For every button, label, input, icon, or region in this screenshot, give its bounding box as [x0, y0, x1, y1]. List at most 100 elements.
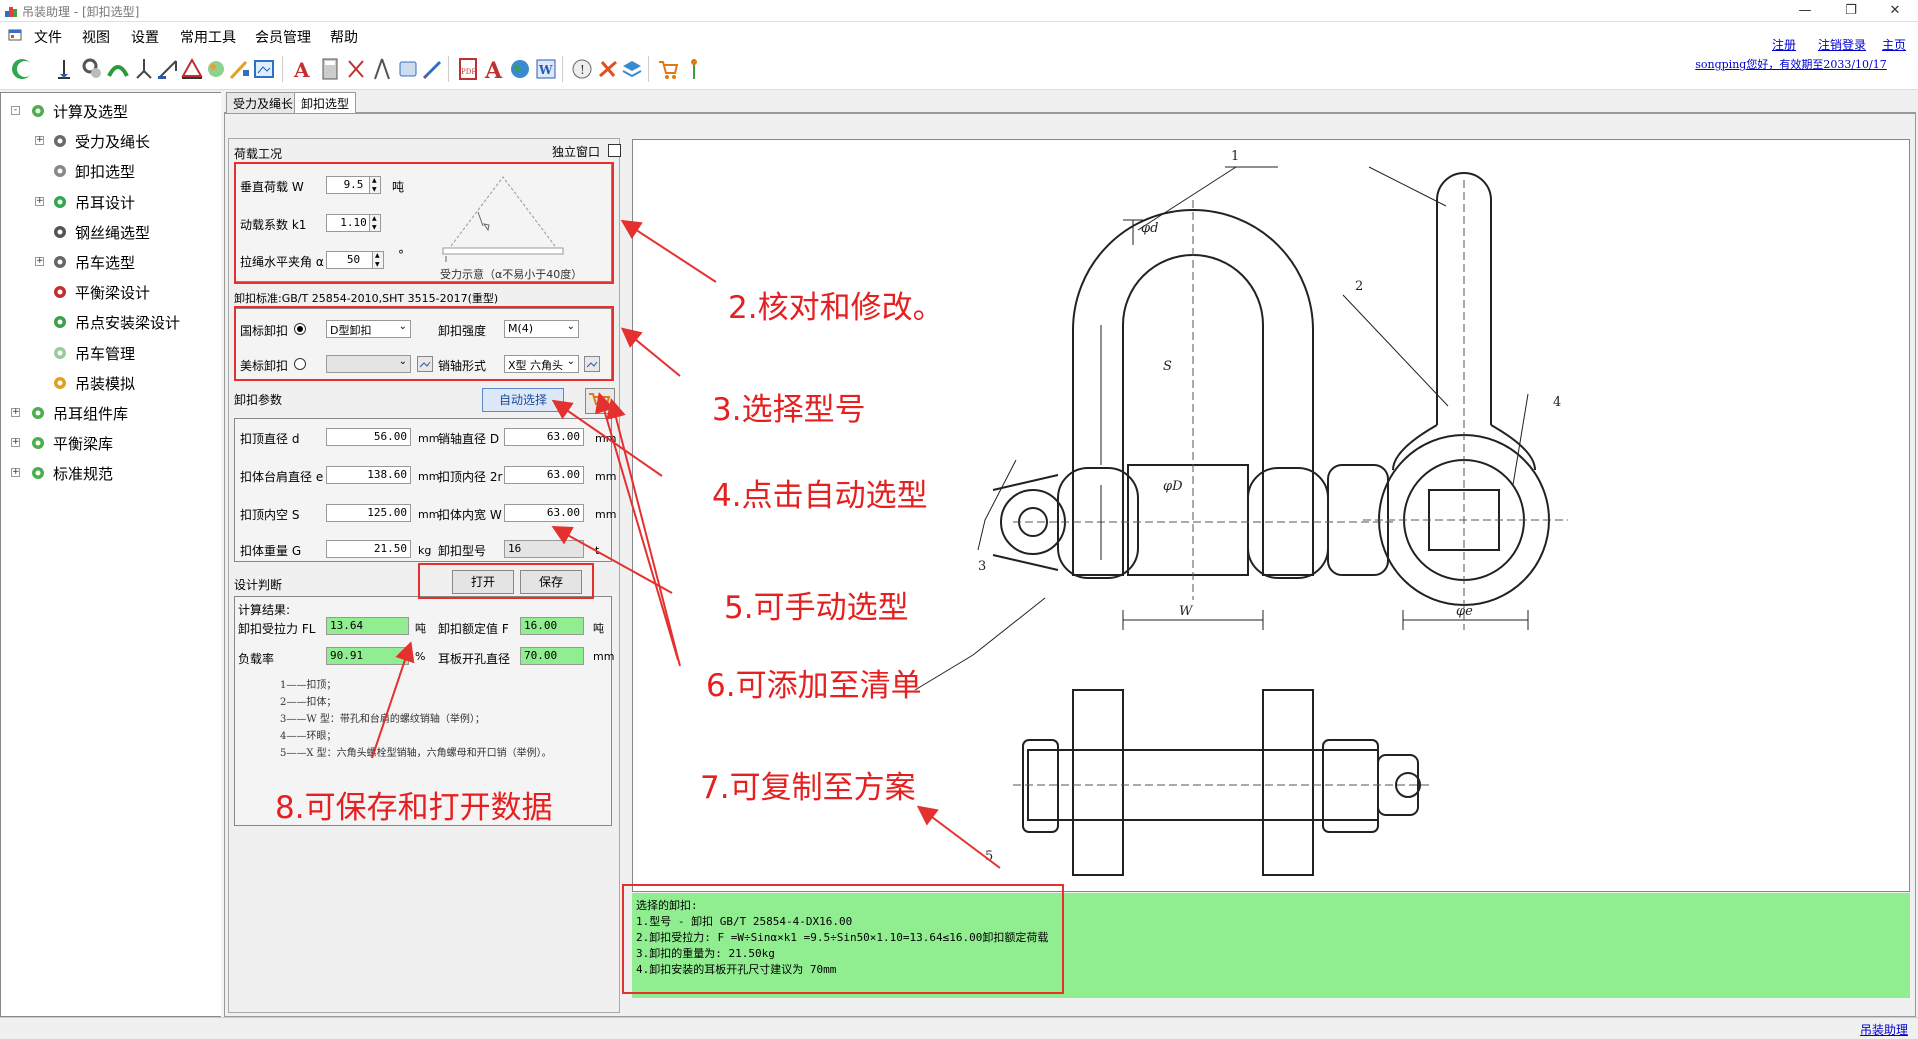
- simulation-icon[interactable]: [228, 56, 252, 82]
- browse-icon[interactable]: [417, 356, 433, 372]
- logout-link[interactable]: 注销登录: [1818, 38, 1867, 52]
- tree-item[interactable]: +标准规范: [1, 459, 221, 489]
- param-input[interactable]: 56.00: [326, 428, 411, 446]
- collapse-icon[interactable]: -: [11, 106, 20, 115]
- independent-window-checkbox[interactable]: [608, 144, 621, 157]
- result-line-1: 选择的卸扣:: [636, 899, 698, 912]
- vertical-load-spinner[interactable]: [369, 176, 381, 194]
- dynamic-factor-spinner[interactable]: [369, 214, 381, 232]
- start-icon[interactable]: [10, 56, 34, 82]
- annotation-copy-plan: 7.可复制至方案: [700, 770, 916, 806]
- info-icon[interactable]: !: [570, 56, 594, 82]
- scissors-icon[interactable]: [344, 56, 368, 82]
- user-info-link[interactable]: songping您好，有效期至2033/10/17: [1695, 58, 1887, 71]
- tree-item[interactable]: 吊车管理: [1, 339, 221, 369]
- expand-icon[interactable]: +: [11, 437, 20, 448]
- pdf-icon[interactable]: PDF: [456, 56, 480, 82]
- us-type-select[interactable]: ⌄: [326, 355, 411, 373]
- fl-label: 卸扣受拉力 FL: [238, 622, 316, 636]
- param-input[interactable]: 125.00: [326, 504, 411, 522]
- national-type-select[interactable]: D型卸扣⌄: [326, 320, 411, 338]
- close-button[interactable]: ✕: [1889, 3, 1901, 18]
- expand-icon[interactable]: +: [35, 195, 44, 206]
- expand-icon[interactable]: +: [35, 135, 44, 146]
- tab-shackle[interactable]: 卸扣选型: [294, 92, 357, 113]
- menu-settings[interactable]: 设置: [131, 30, 159, 46]
- add-to-list-cart-icon[interactable]: [585, 388, 615, 414]
- param-input[interactable]: 63.00: [504, 428, 584, 446]
- auto-select-button[interactable]: 自动选择: [482, 388, 564, 412]
- mdi-doc-icon[interactable]: [8, 29, 22, 41]
- national-shackle-radio[interactable]: [294, 323, 306, 335]
- param-input[interactable]: 63.00: [504, 466, 584, 484]
- legend-note-4: 4——环眼；: [280, 731, 337, 742]
- compass-icon[interactable]: [370, 56, 394, 82]
- tree-item[interactable]: 平衡梁设计: [1, 278, 221, 308]
- strength-select[interactable]: M(4)⌄: [504, 320, 579, 338]
- menu-view[interactable]: 视图: [82, 30, 110, 46]
- tree-item[interactable]: 吊装模拟: [1, 369, 221, 399]
- tree-item[interactable]: +吊车选型: [1, 248, 221, 278]
- word-icon[interactable]: W: [534, 56, 558, 82]
- crane-tool-icon[interactable]: [156, 56, 180, 82]
- tree-item[interactable]: 卸扣选型: [1, 157, 221, 187]
- tree-item[interactable]: +受力及绳长: [1, 127, 221, 157]
- calculator-icon[interactable]: [318, 56, 342, 82]
- status-link[interactable]: 吊装助理: [1859, 1023, 1908, 1037]
- restore-button[interactable]: ❐: [1845, 3, 1857, 18]
- us-shackle-radio[interactable]: [294, 358, 306, 370]
- menu-common-tools[interactable]: 常用工具: [180, 30, 236, 46]
- param-input[interactable]: 21.50: [326, 540, 411, 558]
- sort-icon[interactable]: [682, 56, 706, 82]
- pin-browse-icon[interactable]: [584, 356, 600, 372]
- expand-icon[interactable]: +: [35, 256, 44, 266]
- dynamic-factor-input[interactable]: 1.10: [326, 214, 381, 232]
- tree-item[interactable]: +吊耳组件库: [1, 399, 221, 429]
- splitter[interactable]: [220, 92, 226, 1017]
- tools-icon[interactable]: [596, 56, 620, 82]
- expand-icon[interactable]: +: [11, 467, 20, 478]
- menu-file[interactable]: 文件: [34, 30, 62, 46]
- svg-text:!: !: [580, 63, 585, 77]
- pen-icon[interactable]: [420, 56, 444, 82]
- result-panel[interactable]: 选择的卸扣: 1.型号 - 卸扣 GB/T 25854-4-DX16.00 2.…: [632, 893, 1910, 998]
- cart-toolbar-icon[interactable]: [656, 56, 680, 82]
- force-tool-icon[interactable]: [52, 56, 76, 82]
- font-icon[interactable]: A: [482, 56, 506, 82]
- vertical-load-input[interactable]: 9.5: [326, 176, 381, 194]
- wire-rope-tool-icon[interactable]: [132, 56, 156, 82]
- tab-strip: 受力及绳长 卸扣选型: [224, 90, 1916, 113]
- tree-item[interactable]: +吊耳设计: [1, 188, 221, 218]
- home-link[interactable]: 主页: [1882, 38, 1907, 52]
- register-link[interactable]: 注册: [1772, 38, 1797, 52]
- text-a-icon[interactable]: A: [290, 56, 314, 82]
- shackle-tool-icon[interactable]: [80, 56, 104, 82]
- tree-item[interactable]: +平衡梁库: [1, 429, 221, 459]
- param-input[interactable]: 63.00: [504, 504, 584, 522]
- minimize-button[interactable]: —: [1798, 3, 1812, 18]
- open-button[interactable]: 打开: [452, 570, 514, 594]
- param-input[interactable]: 138.60: [326, 466, 411, 484]
- shackle-model-select[interactable]: 16: [504, 540, 584, 558]
- angle-spinner[interactable]: [372, 251, 384, 269]
- angle-input[interactable]: 50: [326, 251, 381, 269]
- frame-icon[interactable]: [252, 56, 276, 82]
- menu-member[interactable]: 会员管理: [255, 30, 311, 46]
- annotation-add-list: 6.可添加至清单: [706, 668, 922, 704]
- menu-help[interactable]: 帮助: [330, 30, 358, 46]
- tree-item[interactable]: -计算及选型: [1, 97, 221, 127]
- pin-type-select[interactable]: X型 六角头⌄: [504, 355, 579, 373]
- legend-note-1: 1——扣顶；: [280, 680, 337, 691]
- database-icon[interactable]: [396, 56, 420, 82]
- globe-icon[interactable]: [508, 56, 532, 82]
- tree-item[interactable]: 钢丝绳选型: [1, 218, 221, 248]
- tree-item[interactable]: 吊点安装梁设计: [1, 308, 221, 338]
- beam-tool-icon[interactable]: [180, 56, 204, 82]
- expand-icon[interactable]: +: [11, 407, 20, 417]
- crane-mgmt-icon[interactable]: [204, 56, 228, 82]
- layers-icon[interactable]: [620, 56, 644, 82]
- lug-tool-icon[interactable]: [106, 56, 130, 82]
- tab-force-rope[interactable]: 受力及绳长: [226, 92, 301, 113]
- folder-gear-icon: [32, 105, 44, 117]
- tool-icon: [54, 346, 66, 359]
